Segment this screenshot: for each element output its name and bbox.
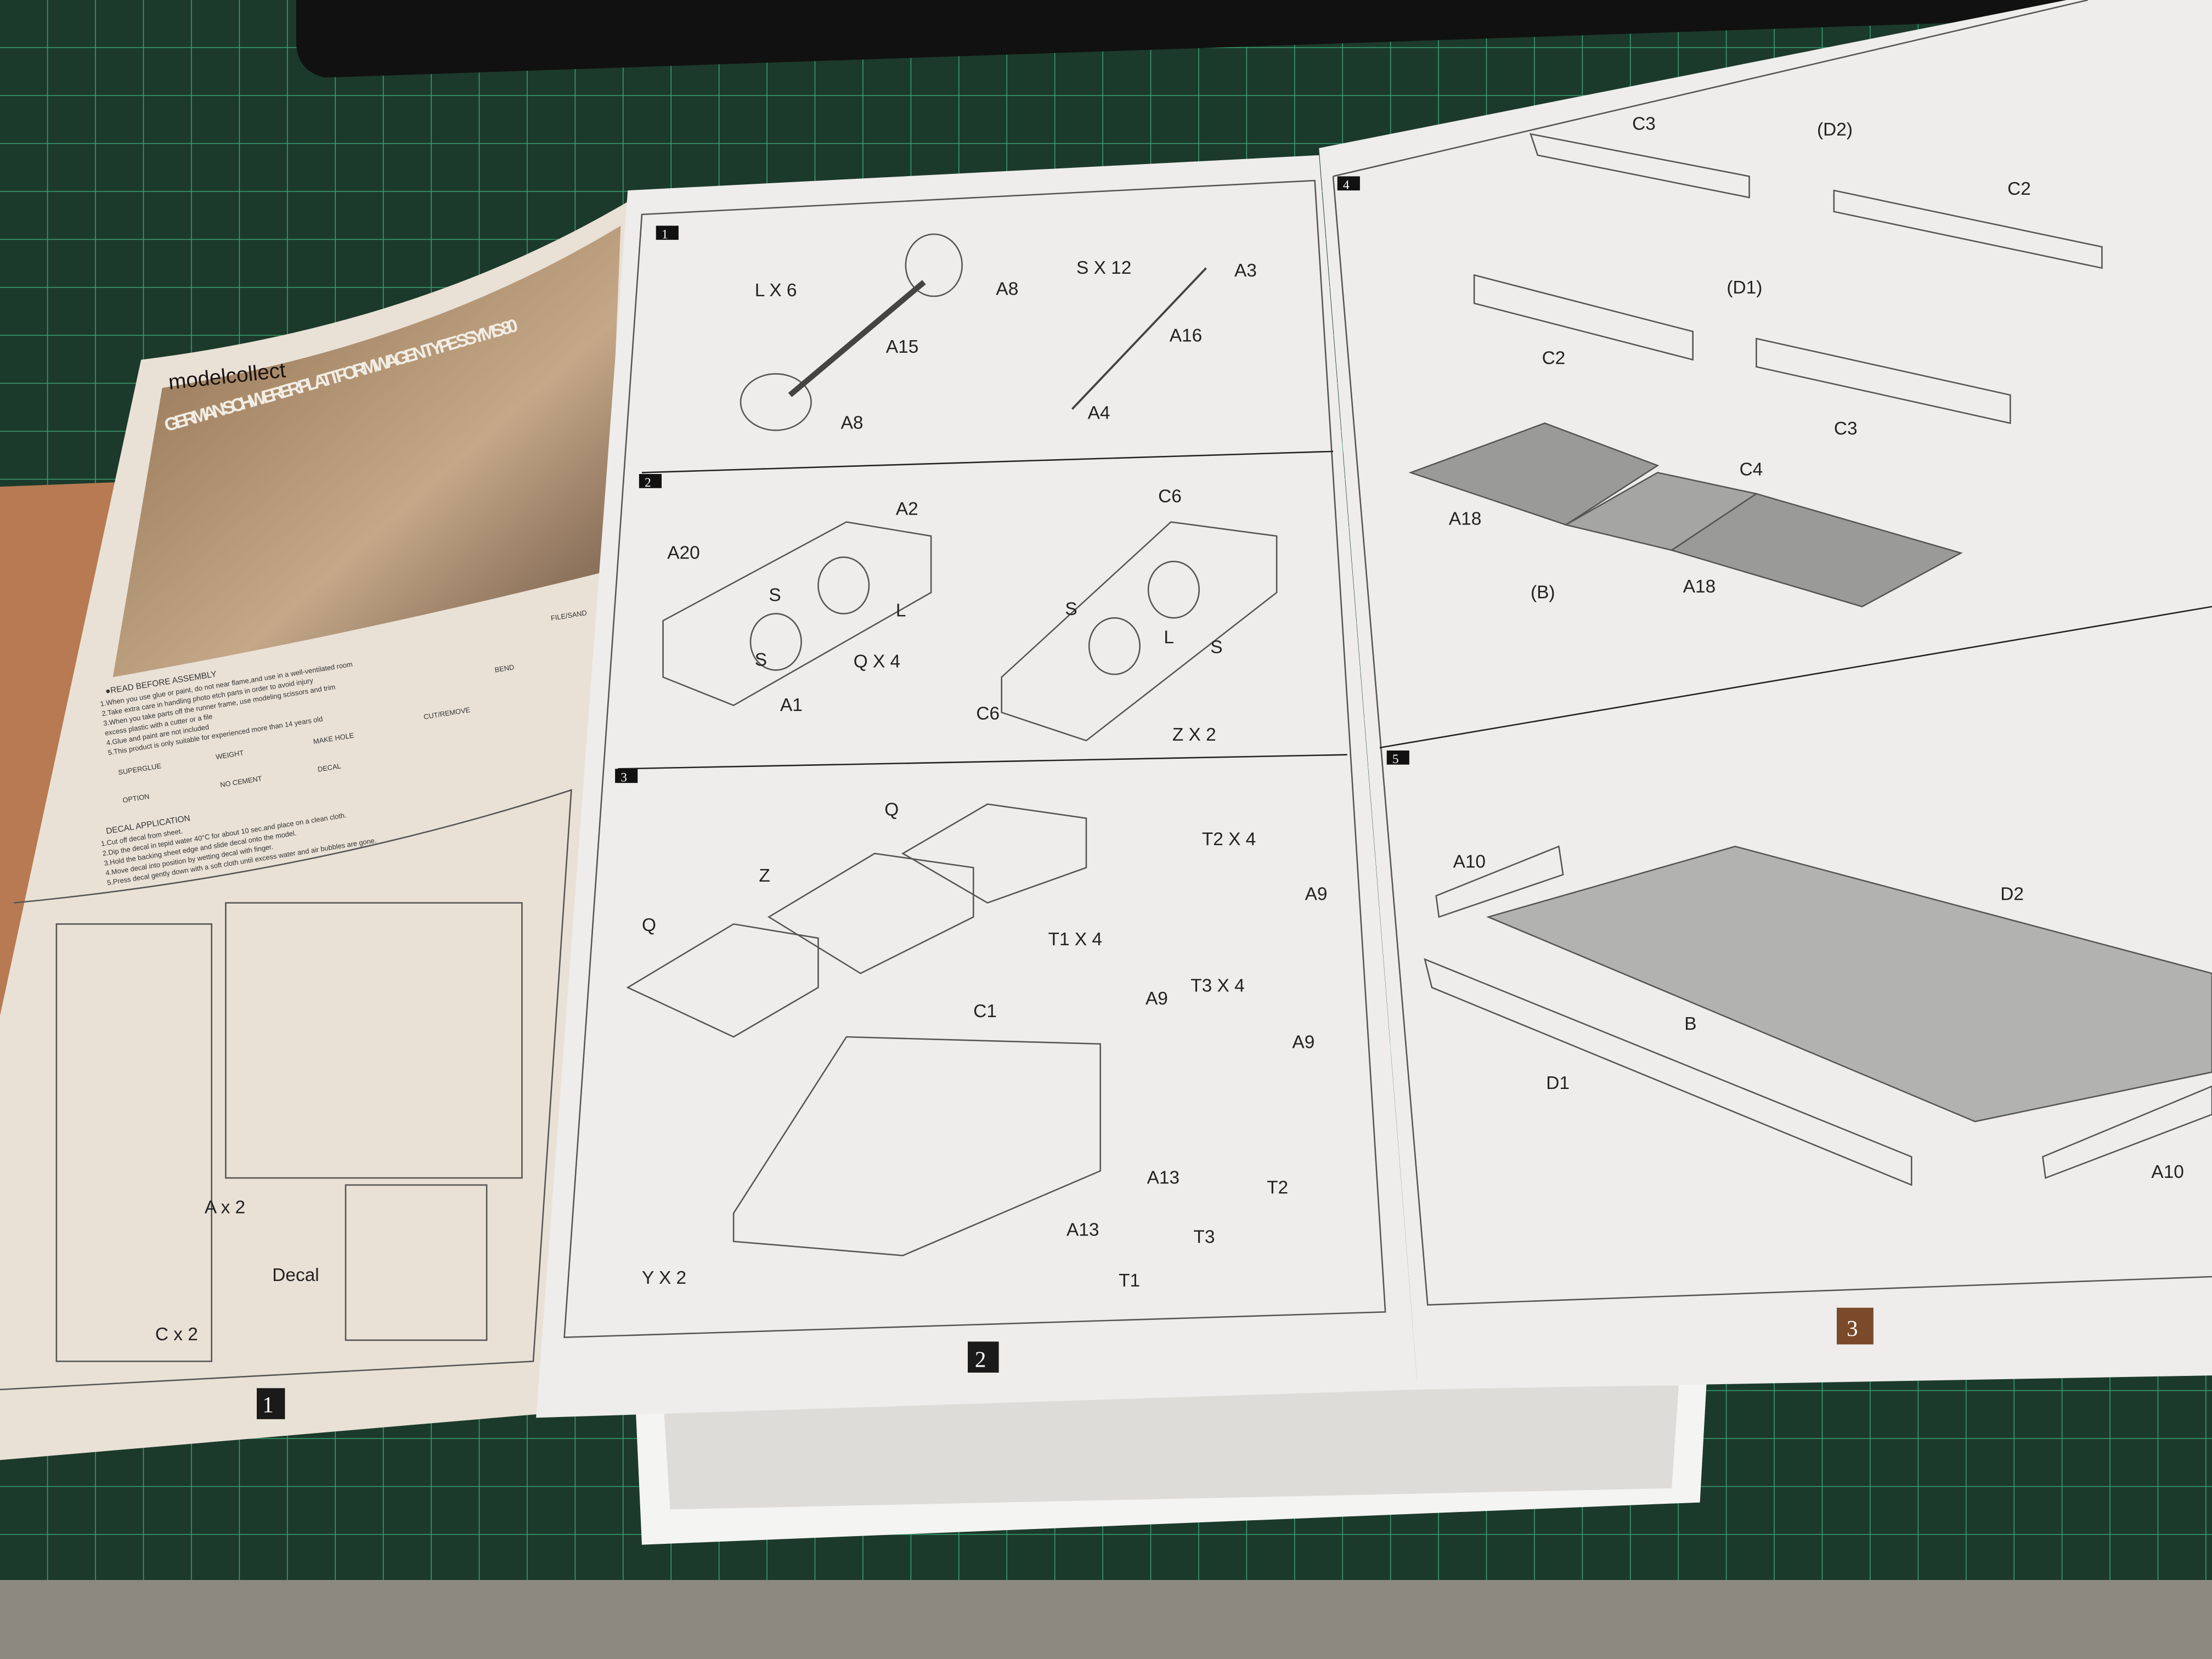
page-number-box bbox=[968, 1341, 999, 1373]
part-label: A18 bbox=[1449, 509, 1481, 529]
part-label: C6 bbox=[1158, 486, 1182, 506]
device-top bbox=[296, 0, 2212, 78]
part-label: C3 bbox=[1834, 419, 1858, 439]
part-label: C2 bbox=[2007, 179, 2031, 199]
symbol-option: OPTION bbox=[122, 792, 150, 805]
part-label: A9 bbox=[1146, 989, 1168, 1009]
symbol-decal: DECAL bbox=[317, 761, 342, 774]
part-label: S bbox=[1065, 599, 1077, 619]
page-number: 1 bbox=[262, 1392, 274, 1417]
part-label: A13 bbox=[1147, 1167, 1180, 1188]
step-number: 2 bbox=[645, 476, 651, 490]
part-label: A9 bbox=[1305, 884, 1328, 905]
part-label: A10 bbox=[1453, 851, 1486, 872]
sprue-a-label: A x 2 bbox=[205, 1197, 245, 1217]
part-label: L bbox=[896, 601, 906, 621]
step-4: 4 C3 (D2) C2 (D1) C2 C3 C4 A18 A18 (B) bbox=[1337, 114, 2103, 608]
page-number-box bbox=[1837, 1307, 1874, 1345]
instruction-page-2: 1 L X 6 A8 A15 A8 S X 12 A3 A16 A4 2 A2 … bbox=[536, 155, 1418, 1418]
page-number-box bbox=[257, 1388, 285, 1419]
part-label: A2 bbox=[896, 499, 918, 520]
part-label: C3 bbox=[1632, 114, 1656, 134]
part-label: Q bbox=[884, 799, 899, 820]
part-label: A8 bbox=[996, 279, 1018, 299]
decal-label: Decal bbox=[272, 1265, 319, 1285]
part-label: Z X 2 bbox=[1172, 725, 1216, 745]
part-label: A16 bbox=[1170, 325, 1202, 346]
sprue-a bbox=[225, 902, 523, 1179]
step-number: 4 bbox=[1343, 178, 1350, 193]
step-2: 2 A2 A20 S S L Q X 4 A1 C6 S L S C6 Z X … bbox=[639, 474, 1278, 745]
part-label: Y X 2 bbox=[642, 1268, 686, 1288]
part-label: Q bbox=[642, 915, 656, 935]
part-label: A9 bbox=[1292, 1032, 1314, 1053]
part-label: A13 bbox=[1066, 1220, 1099, 1240]
part-label: S bbox=[1210, 637, 1222, 658]
step-number: 3 bbox=[620, 771, 627, 785]
part-label: T1 bbox=[1119, 1271, 1140, 1291]
page-number: 2 bbox=[975, 1347, 986, 1372]
part-label: A8 bbox=[841, 413, 864, 433]
part-label: A1 bbox=[780, 695, 803, 715]
part-label: Q X 4 bbox=[854, 651, 900, 672]
part-label: D2 bbox=[2000, 884, 2024, 905]
part-label: C4 bbox=[1740, 460, 1763, 480]
part-label: B bbox=[1684, 1014, 1696, 1034]
instruction-page-3: 4 C3 (D2) C2 (D1) C2 C3 C4 A18 A18 (B) 5 bbox=[1319, 0, 2212, 1390]
instruction-page-1: modelcollect GERMAN SCHWERER PLATTFORMWA… bbox=[0, 198, 635, 1460]
sprue-frame bbox=[0, 789, 572, 1391]
part-label: S X 12 bbox=[1076, 258, 1131, 278]
part-label: S bbox=[755, 650, 767, 670]
part-label: T3 bbox=[1193, 1227, 1215, 1247]
part-label: A10 bbox=[2151, 1162, 2183, 1182]
part-label: A4 bbox=[1088, 403, 1110, 424]
sprue-c-label: C x 2 bbox=[155, 1324, 198, 1345]
step-5: 5 A10 D2 B D1 A10 bbox=[1386, 751, 2212, 1186]
kit-box bbox=[635, 1375, 1707, 1545]
step-3: 3 Q Z Q T2 X 4 A9 T1 X 4 A9 T3 X 4 A9 C1… bbox=[615, 769, 1327, 1291]
part-label: T2 bbox=[1267, 1177, 1288, 1198]
part-label: L bbox=[1164, 628, 1174, 648]
part-label: T1 X 4 bbox=[1048, 929, 1102, 950]
step-number: 5 bbox=[1392, 752, 1399, 766]
part-label: C6 bbox=[976, 703, 1000, 724]
part-label: C2 bbox=[1542, 348, 1566, 368]
part-label: C1 bbox=[973, 1001, 997, 1022]
sprue-c bbox=[55, 923, 212, 1362]
step-number: 1 bbox=[662, 228, 668, 242]
part-label: T3 X 4 bbox=[1190, 976, 1244, 996]
part-label: D1 bbox=[1546, 1073, 1570, 1093]
part-label: A3 bbox=[1234, 261, 1257, 281]
part-label: L X 6 bbox=[755, 280, 797, 301]
symbol-bend: BEND bbox=[494, 663, 515, 674]
part-label: T2 X 4 bbox=[1202, 829, 1256, 849]
part-label: (D2) bbox=[1817, 120, 1853, 140]
part-label: Z bbox=[759, 866, 770, 886]
cover-image bbox=[112, 225, 621, 678]
part-label: A20 bbox=[667, 543, 699, 563]
part-label: A15 bbox=[886, 337, 918, 357]
step-1: 1 L X 6 A8 A15 A8 S X 12 A3 A16 A4 bbox=[656, 225, 1257, 433]
part-label: (D1) bbox=[1726, 278, 1762, 298]
part-label: (B) bbox=[1531, 582, 1555, 602]
part-label: S bbox=[769, 585, 781, 605]
table-edge bbox=[0, 1580, 2212, 1659]
part-label: A18 bbox=[1683, 577, 1716, 597]
decal-sheet bbox=[345, 1184, 488, 1341]
page-number: 3 bbox=[1847, 1316, 1858, 1341]
